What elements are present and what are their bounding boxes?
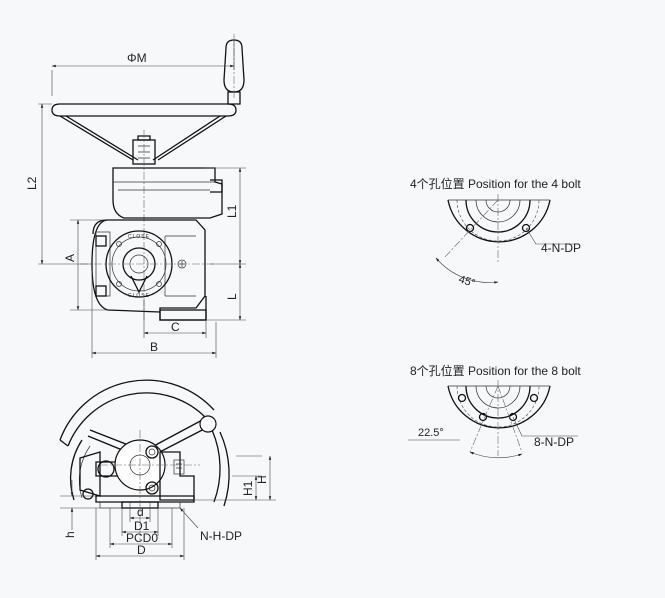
dim-pcd0: PCD0 <box>126 531 158 545</box>
bolt4-title: 4个孔位置 Position for the 4 bolt <box>410 176 581 191</box>
bolt4-detail: 4个孔位置 Position for the 4 bolt 4-N-DP 45° <box>410 176 581 290</box>
bolt8-outer-arc <box>447 385 551 429</box>
bolt4-hole-right <box>521 223 531 233</box>
bolt8-hole-label: 8-N-DP <box>534 435 574 449</box>
mounting-flange <box>159 309 207 321</box>
front-view: CLOSE CLOSE <box>51 34 245 321</box>
bolt4-angle: 45° <box>457 273 477 290</box>
bolt4-hole-left <box>465 223 475 233</box>
dim-nhdp: N-H-DP <box>200 529 242 543</box>
dim-l2: L2 <box>25 176 39 190</box>
dim-l1: L1 <box>225 204 239 218</box>
close-label-top: CLOSE <box>128 234 150 240</box>
dim-d1: D1 <box>134 519 150 533</box>
handwheel-arc <box>59 379 215 441</box>
dim-l: L <box>225 293 239 300</box>
bolt8-hole-2 <box>529 393 539 403</box>
front-view-dimensions: ΦM L2 L1 L A C B <box>25 40 246 358</box>
handle-grip <box>223 39 245 93</box>
side-view <box>59 379 230 540</box>
dim-b: B <box>150 340 158 354</box>
gear-housing <box>159 451 195 501</box>
bolt8-title: 8个孔位置 Position for the 8 bolt <box>410 363 581 378</box>
handwheel-rim <box>51 103 237 117</box>
handwheel-spokes <box>59 115 227 161</box>
side-view-dimensions: h d D1 PCD0 D N-H-DP H1 H <box>60 455 276 560</box>
dim-d-big: D <box>137 543 146 557</box>
bolt8-detail: 8个孔位置 Position for the 8 bolt 8-N-DP 22.… <box>408 363 581 459</box>
gearbox-housing <box>112 167 223 219</box>
dim-a: A <box>63 254 77 262</box>
handle-knob <box>199 415 217 433</box>
bolt8-hole-3 <box>478 412 488 422</box>
close-label-bottom: CLOSE <box>128 293 150 299</box>
dim-phiM: ΦM <box>127 51 147 65</box>
dim-h-big: H <box>255 475 269 484</box>
bolt8-angle: 22.5° <box>418 427 444 439</box>
bolt4-hole-label: 4-N-DP <box>541 241 581 255</box>
base-plate <box>95 495 195 503</box>
bolt8-hole-1 <box>457 393 467 403</box>
dim-h1: H1 <box>241 480 255 496</box>
bolt4-outer-arc <box>447 199 551 243</box>
dim-h-small: h <box>63 531 77 538</box>
dim-d-small: d <box>137 505 144 519</box>
dim-c: C <box>171 320 180 334</box>
